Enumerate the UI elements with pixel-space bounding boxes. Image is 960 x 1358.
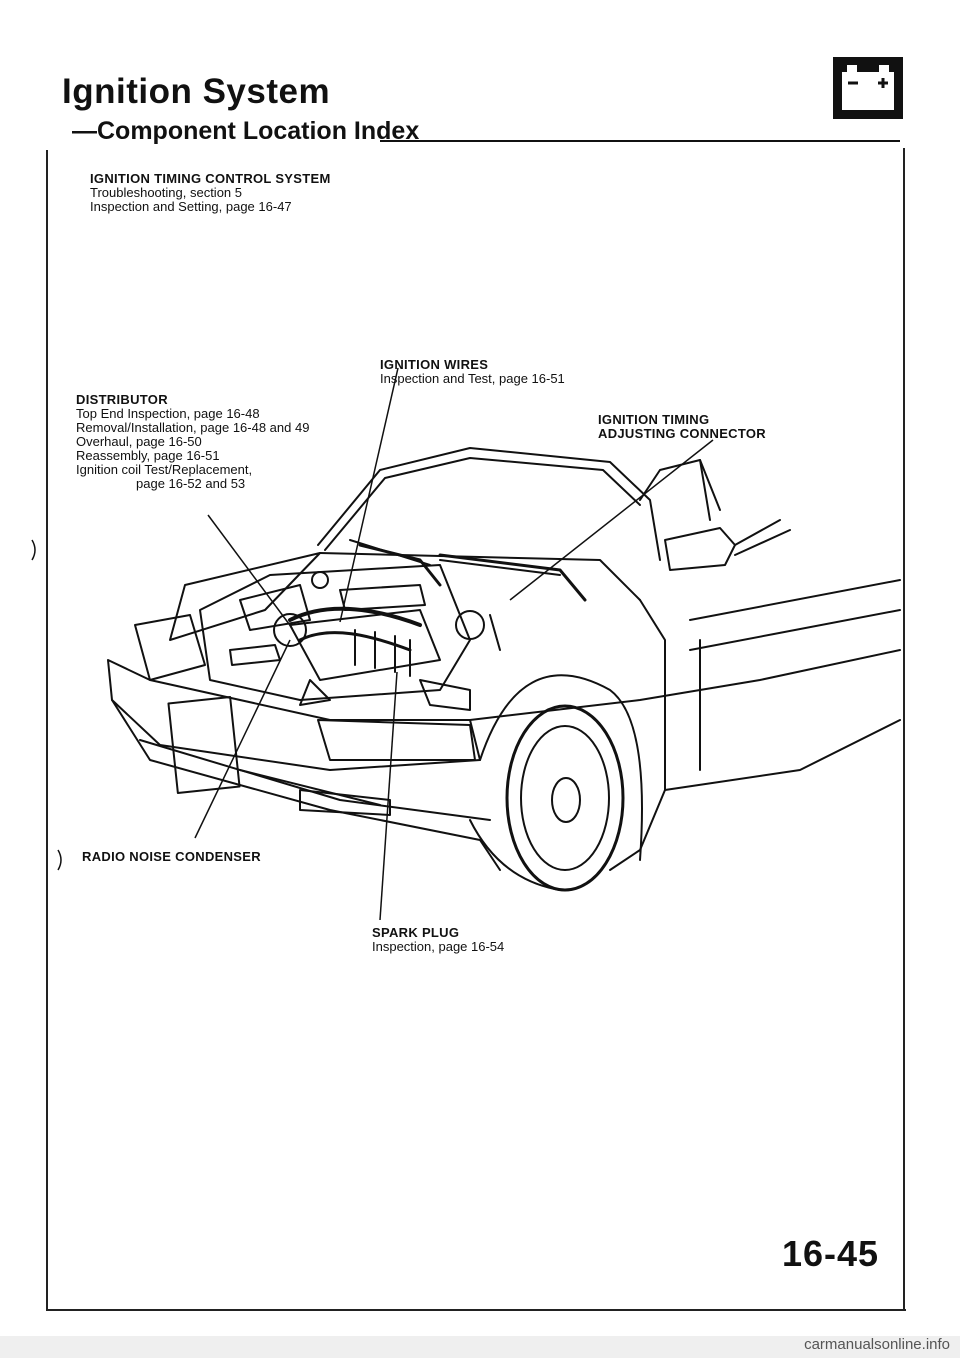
label-spark-plug: SPARK PLUG Inspection, page 16-54 bbox=[372, 926, 504, 954]
distributor-line: Overhaul, page 16-50 bbox=[76, 434, 202, 449]
header-rule bbox=[380, 140, 900, 142]
page-title: Ignition System bbox=[62, 72, 331, 111]
frame-left bbox=[46, 150, 48, 1310]
footer-bar bbox=[0, 1336, 960, 1358]
spark-plug-name: SPARK PLUG bbox=[372, 925, 460, 940]
frame-right bbox=[903, 148, 905, 1311]
timing-connector-name-line2: ADJUSTING CONNECTOR bbox=[598, 426, 766, 441]
battery-icon bbox=[833, 57, 903, 119]
timing-control-line: Inspection and Setting, page 16-47 bbox=[90, 199, 292, 214]
frame-bottom bbox=[46, 1309, 906, 1311]
radio-condenser-name: RADIO NOISE CONDENSER bbox=[82, 849, 261, 864]
distributor-line: Top End Inspection, page 16-48 bbox=[76, 406, 260, 421]
distributor-line: Reassembly, page 16-51 bbox=[76, 448, 220, 463]
label-radio-noise-condenser: RADIO NOISE CONDENSER bbox=[82, 850, 261, 864]
page-number: 16-45 bbox=[782, 1233, 880, 1274]
section-subtitle: —Component Location Index bbox=[72, 117, 420, 145]
label-ignition-wires: IGNITION WIRES Inspection and Test, page… bbox=[380, 358, 565, 386]
distributor-line: page 16-52 and 53 bbox=[136, 476, 246, 491]
distributor-line: Removal/Installation, page 16-48 and 49 bbox=[76, 420, 310, 435]
ignition-wires-name: IGNITION WIRES bbox=[380, 357, 489, 372]
footer-watermark[interactable]: carmanualsonline.info bbox=[804, 1336, 950, 1353]
label-distributor: DISTRIBUTOR Top End Inspection, page 16-… bbox=[76, 393, 309, 491]
distributor-line: Ignition coil Test/Replacement, bbox=[76, 462, 253, 477]
timing-connector-name-line1: IGNITION TIMING bbox=[598, 412, 710, 427]
label-timing-control-system: IGNITION TIMING CONTROL SYSTEM Troublesh… bbox=[90, 172, 331, 214]
distributor-name: DISTRIBUTOR bbox=[76, 392, 168, 407]
timing-control-system-name: IGNITION TIMING CONTROL SYSTEM bbox=[90, 171, 331, 186]
ignition-wires-line: Inspection and Test, page 16-51 bbox=[380, 371, 565, 386]
label-timing-adjusting-connector: IGNITION TIMING ADJUSTING CONNECTOR bbox=[598, 413, 766, 441]
timing-control-line: Troubleshooting, section 5 bbox=[90, 185, 243, 200]
spark-plug-line: Inspection, page 16-54 bbox=[372, 939, 505, 954]
